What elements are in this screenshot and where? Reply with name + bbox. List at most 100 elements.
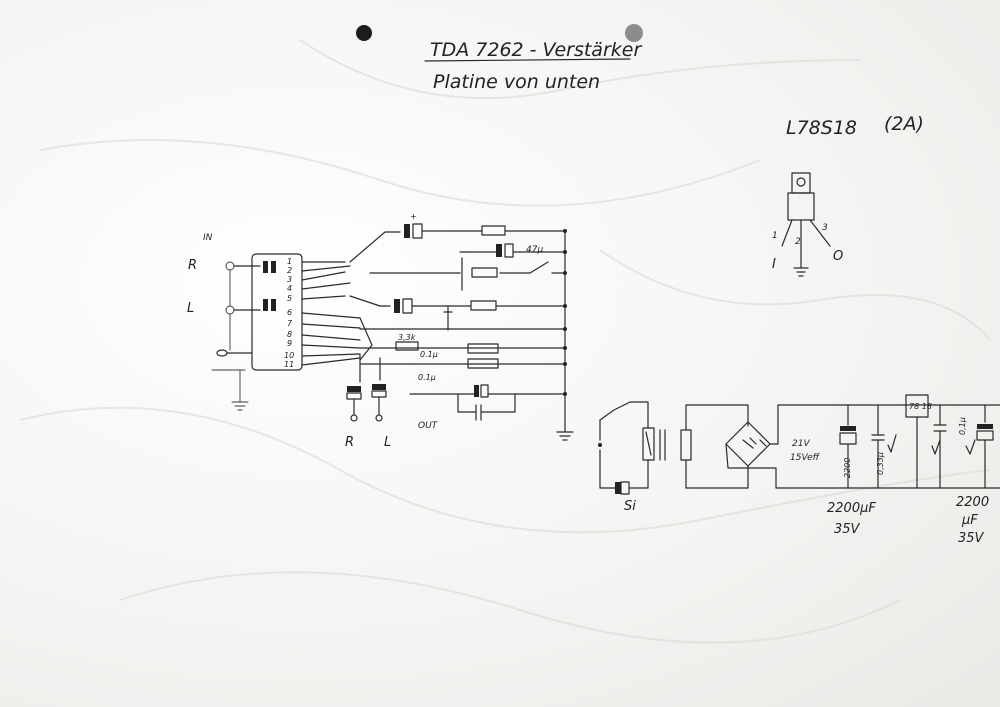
- secondary-wires: [685, 404, 749, 489]
- pin-number: 5: [287, 294, 292, 303]
- supply-text-21v: 21V: [792, 439, 810, 449]
- regulator-pin-1: 1: [772, 231, 778, 241]
- input-ground-wire: [211, 269, 249, 411]
- pin-number: 8: [287, 330, 292, 339]
- ic-pin-wires: [301, 261, 361, 366]
- amplifier-circuit: IN R L 1 2 3 4 5 6 7 8 9 10 11: [187, 212, 574, 450]
- cap-01u-label-b: 0.1µ: [418, 373, 436, 382]
- regulator-pinout: L78S18 (2A) 1 2 3 I O: [772, 113, 924, 277]
- resistor-mid: [471, 267, 498, 278]
- ic-cap-l: [263, 299, 268, 311]
- resistor-row-6: [467, 358, 499, 369]
- ic-cap-l-2: [271, 299, 276, 311]
- wire-vertical-row-3: [443, 305, 453, 331]
- cap-033u: [871, 404, 885, 489]
- bridge-diodes: [742, 437, 767, 449]
- main-cap-vertical-label: 2200: [843, 458, 852, 478]
- input-label: IN: [203, 233, 213, 243]
- out-cap-value: 2200: [956, 495, 989, 510]
- input-jack-r: [225, 261, 235, 271]
- resistor-top: [481, 225, 506, 236]
- cap-plus-mark: +: [410, 212, 417, 221]
- wire-crossover: [359, 317, 373, 361]
- fuse-body: [620, 481, 630, 495]
- output-cap-r-body: [412, 223, 423, 239]
- cap-033u-label: 0,33µ: [876, 452, 885, 475]
- rail-node: [563, 250, 567, 254]
- out-cap-plate: [977, 424, 993, 429]
- mains-switch: [599, 401, 649, 429]
- output-cap-l-2: [371, 390, 387, 398]
- transformer-primary-mark: [645, 431, 652, 456]
- cap-bottom-body: [480, 384, 489, 398]
- regulator-tab: [791, 172, 811, 194]
- input-l-label: L: [187, 301, 194, 316]
- amp-ground-symbol: [556, 419, 574, 441]
- power-supply-circuit: Si 21V 15Veff 2200 0,33µ 2200 µF 35V 78 1…: [598, 394, 1000, 546]
- paper-creases: [19, 39, 991, 644]
- pin-number: 10: [284, 351, 294, 360]
- regulator-part-label: L78S18: [786, 117, 857, 139]
- wire-bottom: [409, 393, 566, 421]
- rail-node: [563, 229, 567, 233]
- fuse-plate: [615, 482, 621, 494]
- cap-bottom-plate: [474, 385, 479, 397]
- output-label: OUT: [418, 421, 439, 431]
- output-cap-l-body: [402, 298, 413, 314]
- regulator-body: [787, 192, 815, 221]
- out-cap-check: [965, 439, 976, 455]
- wire-to-outputs: [359, 353, 381, 383]
- subtitle-text: Platine von unten: [433, 71, 600, 93]
- input-jack-l: [225, 305, 235, 315]
- output-l-label: L: [384, 435, 391, 450]
- input-wires: [226, 265, 261, 354]
- regulator-rating-label: (2A): [884, 113, 924, 135]
- pin-number: 2: [287, 266, 292, 275]
- out-cap-unit: µF: [961, 513, 978, 528]
- regulator-input-label: I: [772, 257, 776, 272]
- output-cap-r: [347, 386, 361, 392]
- pin-number: 3: [287, 275, 292, 284]
- dc-rails: [725, 404, 1000, 489]
- output-cap-r-plate: [404, 224, 410, 238]
- pin-number: 9: [287, 339, 292, 348]
- cap-47u-body: [504, 243, 514, 258]
- output-cap-l: [372, 384, 386, 390]
- ic-cap-r: [263, 261, 268, 273]
- fuse-label: Si: [624, 499, 636, 514]
- ic-pin-numbers: 1 2 3 4 5 6 7 8 9 10 11: [284, 257, 294, 369]
- title-underline: [424, 58, 631, 62]
- pin-number: 1: [287, 257, 292, 266]
- cap-47u-label: 47µ: [526, 245, 543, 255]
- output-jack-r: [350, 414, 358, 422]
- ic-tda7262: [251, 253, 303, 371]
- cap-47u-plate: [496, 244, 502, 257]
- output-cap-l-plate: [394, 299, 400, 313]
- transformer-secondary: [680, 429, 692, 461]
- regulator-leg-3: [809, 219, 831, 247]
- pin-number: 7: [287, 319, 293, 328]
- regulator-leg-1: [781, 219, 793, 247]
- punch-hole-left: [356, 25, 372, 41]
- output-cap-r-2: [346, 392, 362, 400]
- regulator-78s18-label: 78 18: [909, 402, 932, 411]
- punch-hole-right: [625, 24, 643, 42]
- cap-033u-check: [887, 434, 897, 453]
- regulator-ground-symbol: [793, 255, 809, 277]
- cap-01u-out-label: 0,1µ: [958, 417, 967, 435]
- wire-to-cap-l: [349, 295, 391, 307]
- resistor-row-3: [470, 300, 497, 311]
- title-text: TDA 7262 - Verstärker: [430, 39, 642, 61]
- output-jack-l: [375, 414, 383, 422]
- mains-return: [599, 459, 649, 489]
- cap-01u-label-a: 0.1µ: [420, 350, 438, 359]
- resistor-3k3: [395, 341, 419, 351]
- pin-number: 4: [287, 284, 292, 293]
- regulator-tab-hole: [796, 177, 806, 187]
- out-cap-voltage: 35V: [958, 531, 985, 546]
- input-r-label: R: [188, 258, 197, 273]
- output-wires: [353, 396, 380, 415]
- resistor-row-5: [467, 343, 499, 354]
- supply-text-15veff: 15Veff: [790, 453, 821, 463]
